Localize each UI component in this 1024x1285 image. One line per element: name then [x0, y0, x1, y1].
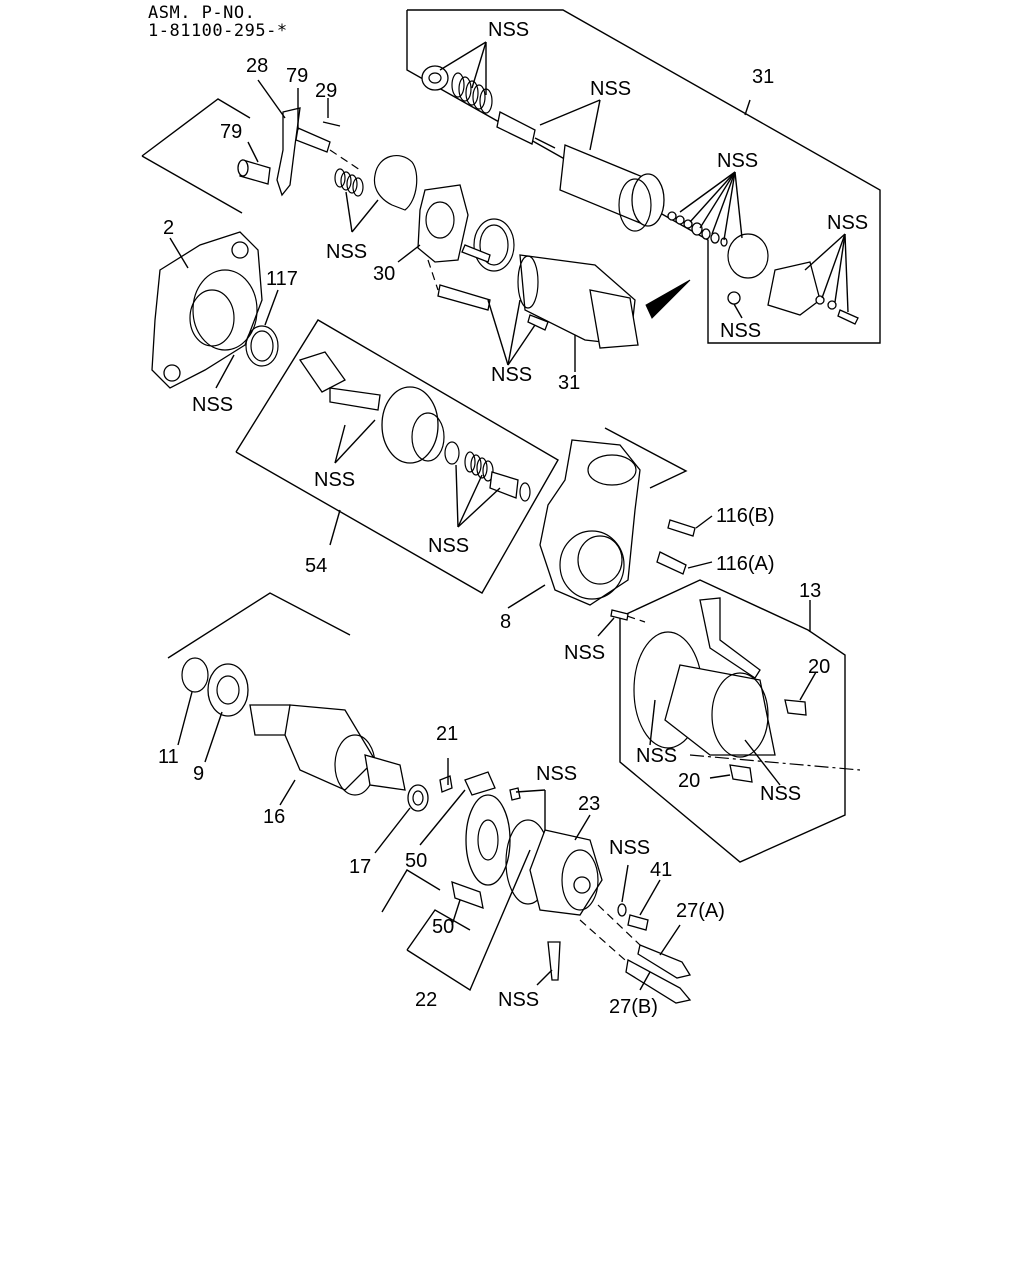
label-16: 16: [263, 806, 285, 828]
front-housing-2: [151, 231, 279, 389]
label-21: 21: [436, 723, 458, 745]
label-17: 17: [349, 856, 371, 878]
label-20: 20: [808, 656, 830, 678]
label-nss: NSS: [536, 763, 577, 785]
label-27a: 27(A): [676, 900, 725, 922]
label-nss: NSS: [590, 78, 631, 100]
label-79: 79: [220, 121, 242, 143]
label-41: 41: [650, 859, 672, 881]
label-8: 8: [500, 611, 511, 633]
label-nss: NSS: [717, 150, 758, 172]
label-20: 20: [678, 770, 700, 792]
label-22: 22: [415, 989, 437, 1011]
label-29: 29: [315, 80, 337, 102]
label-nss: NSS: [827, 212, 868, 234]
header-line-2: 1-81100-295-*: [148, 21, 288, 41]
label-30: 30: [373, 263, 395, 285]
yoke-box-13: [597, 579, 861, 863]
gear-case-8: [507, 427, 713, 609]
header-line-1: ASM. P-NO.: [148, 3, 256, 23]
label-28: 28: [246, 55, 268, 77]
label-nss: NSS: [760, 783, 801, 805]
brush-holder-group-22: [381, 758, 546, 992]
label-50: 50: [432, 916, 454, 938]
callout-labels: NSS NSS 31 NSS NSS NSS 28 79 29 79 NSS 3…: [158, 19, 868, 1018]
armature-group: [167, 592, 429, 854]
label-50: 50: [405, 850, 427, 872]
lever-group: [141, 79, 418, 233]
label-31: 31: [558, 372, 580, 394]
label-79: 79: [286, 65, 308, 87]
label-11: 11: [158, 746, 179, 768]
label-nss: NSS: [636, 745, 677, 767]
label-nss: NSS: [488, 19, 529, 41]
label-nss: NSS: [326, 241, 367, 263]
label-9: 9: [193, 763, 204, 785]
label-nss: NSS: [720, 320, 761, 342]
clutch-group-54: [235, 319, 559, 594]
label-116a: 116(A): [716, 553, 775, 575]
label-nss: NSS: [491, 364, 532, 386]
label-117: 117: [266, 268, 298, 290]
label-nss: NSS: [498, 989, 539, 1011]
label-nss: NSS: [428, 535, 469, 557]
assembly-part-number: ASM. P-NO. 1-81100-295-*: [148, 4, 288, 40]
solenoid-kit-parts: [421, 65, 859, 325]
solenoid-kit-box: [406, 9, 881, 344]
label-23: 23: [578, 793, 600, 815]
label-2: 2: [163, 217, 174, 239]
label-nss: NSS: [314, 469, 355, 491]
solenoid-kit-leaders: [439, 41, 849, 319]
label-54: 54: [305, 555, 327, 577]
label-nss: NSS: [564, 642, 605, 664]
label-nss: NSS: [192, 394, 233, 416]
label-27b: 27(B): [609, 996, 658, 1018]
label-nss: NSS: [609, 837, 650, 859]
label-13: 13: [799, 580, 821, 602]
plate-30: [397, 184, 515, 311]
solenoid-switch-31: [487, 254, 691, 372]
label-31: 31: [752, 66, 774, 88]
rear-cover-23: [505, 814, 692, 1004]
label-116b: 116(B): [716, 505, 775, 527]
